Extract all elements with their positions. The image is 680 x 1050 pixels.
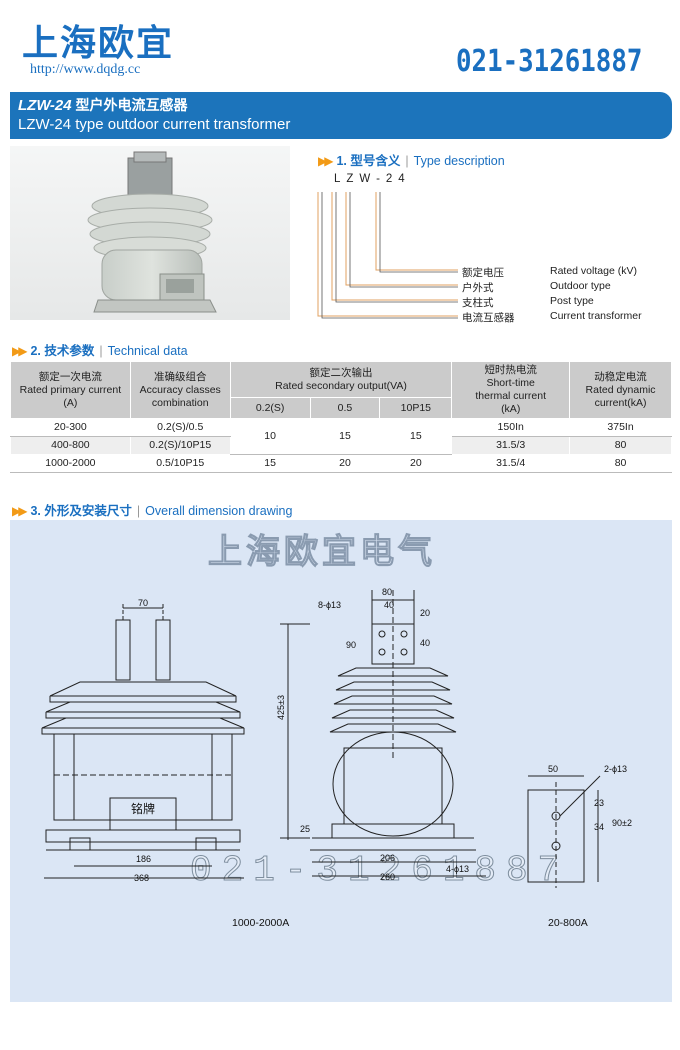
watermark-cn: 上海欧宜电气 <box>208 532 436 573</box>
section-2-num: 2. <box>30 344 41 358</box>
type-code: LZW-24 <box>334 173 411 185</box>
title-banner: LZW-24 型户外电流互感器 LZW-24 type outdoor curr… <box>10 92 672 139</box>
dimension-drawing-panel <box>10 520 672 1002</box>
section-3-num: 3. <box>30 504 41 518</box>
header-sub-02s: 0.2(S) <box>229 397 311 419</box>
hole-label: 8-ϕ13 <box>318 600 342 610</box>
cell: 80 <box>569 436 672 455</box>
cell: 0.2(S)/10P15 <box>129 436 231 455</box>
section-1-title-cn: 型号含义 <box>350 154 401 168</box>
arrow-icon: ▶▶ <box>318 154 334 168</box>
dim-label: 40 <box>420 638 431 648</box>
cell: 15 <box>229 454 311 473</box>
caption-right: 20-800A <box>548 917 588 929</box>
dim-label: 425±3 <box>276 695 286 720</box>
dim-label: 40 <box>384 600 395 610</box>
type-item-en: Rated voltage (kV) <box>550 265 637 277</box>
cell: 1000-2000 <box>10 454 131 473</box>
dim-label: 260 <box>380 872 396 882</box>
type-item-en: Current transformer <box>550 310 642 322</box>
phone-number: 021-31261887 <box>456 44 643 79</box>
type-item-cn: 额定电压 <box>462 267 504 279</box>
dim-label: 25 <box>300 824 311 834</box>
banner-model: LZW-24 <box>18 97 72 114</box>
section-2-title-cn: 技术参数 <box>44 344 95 358</box>
cell: 0.5/10P15 <box>129 454 231 473</box>
cell: 15 <box>379 418 453 455</box>
caption-left: 1000-2000A <box>232 917 290 929</box>
cell: 375In <box>569 418 672 437</box>
header-sub-05: 0.5 <box>309 397 381 419</box>
arrow-icon: ▶▶ <box>12 344 28 358</box>
hole-label: 2-ϕ13 <box>604 764 628 774</box>
type-item-en: Outdoor type <box>550 280 611 292</box>
table-row: 1000-2000 0.5/10P15 15 20 20 31.5/4 80 <box>10 454 672 473</box>
banner-title-cn-text: 型户外电流互感器 <box>71 97 188 113</box>
dim-label: 186 <box>136 854 152 864</box>
cell: 31.5/3 <box>451 436 571 455</box>
cell: 150In <box>451 418 571 437</box>
type-item-cn: 电流互感器 <box>462 312 515 324</box>
cell: 15 <box>309 418 381 455</box>
type-code-leaders <box>317 192 458 319</box>
hole-label: 4-ϕ13 <box>446 864 470 874</box>
dim-label: 90±2 <box>612 818 632 828</box>
watermark-phone: 021-31261887 <box>189 850 570 892</box>
table-row: 400-800 0.2(S)/10P15 31.5/3 80 <box>10 436 672 455</box>
section-2-heading: ▶▶2. 技术参数|Technical data <box>12 344 188 358</box>
type-item-cn: 支柱式 <box>462 297 494 309</box>
section-3-title-cn: 外形及安装尺寸 <box>44 504 132 518</box>
dim-label: 20 <box>420 608 431 618</box>
dim-label: 80 <box>382 587 393 597</box>
type-item-cn: 户外式 <box>462 282 494 294</box>
brand-url: http://www.dqdg.cc <box>30 62 141 77</box>
section-1-title-en: Type description <box>413 154 505 168</box>
product-photo <box>10 146 290 320</box>
cell: 10 <box>229 418 311 455</box>
dim-label: 206 <box>380 853 396 863</box>
dim-label: 23 <box>594 798 605 808</box>
cell: 20 <box>379 454 453 473</box>
banner-title-cn: LZW-24 型户外电流互感器 <box>18 95 188 115</box>
arrow-icon: ▶▶ <box>12 504 28 518</box>
type-item-en: Post type <box>550 295 594 307</box>
section-2-title-en: Technical data <box>107 344 188 358</box>
dim-label: 70 <box>138 598 149 608</box>
cell: 20-300 <box>10 418 131 437</box>
dim-label: 368 <box>134 873 150 883</box>
section-3-heading: ▶▶3. 外形及安装尺寸|Overall dimension drawing <box>12 504 293 518</box>
cell: 400-800 <box>10 436 131 455</box>
brand-name: 上海欧宜 <box>22 23 175 64</box>
dim-label: 34 <box>594 822 605 832</box>
section-1-heading: ▶▶1. 型号含义|Type description <box>318 154 505 168</box>
table-row: 20-300 0.2(S)/0.5 10 15 15 150In 375In <box>10 418 672 455</box>
dim-label: 90 <box>346 640 357 650</box>
header-sub-10p15: 10P15 <box>379 397 453 419</box>
cell: 31.5/4 <box>451 454 571 473</box>
dim-label: 50 <box>548 764 559 774</box>
nameplate-label: 铭牌 <box>130 802 155 816</box>
banner-title-en: LZW-24 type outdoor current transformer <box>18 116 291 133</box>
transformer-side-view <box>41 590 601 888</box>
cell: 0.2(S)/0.5 <box>129 418 231 437</box>
cell: 80 <box>569 454 672 473</box>
section-1-num: 1. <box>336 154 347 168</box>
cell: 20 <box>309 454 381 473</box>
section-3-title-en: Overall dimension drawing <box>145 504 293 518</box>
